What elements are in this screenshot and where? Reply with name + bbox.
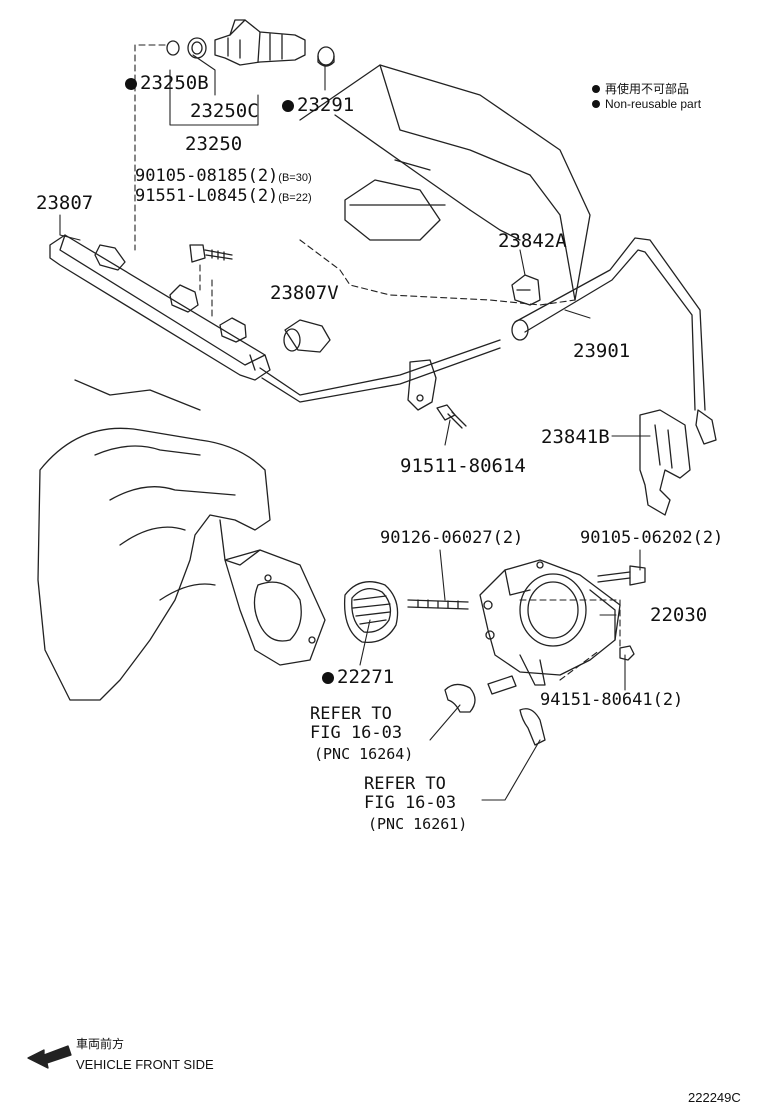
part-label-90126-06027[interactable]: 90126-06027(2) — [380, 528, 524, 548]
part-label-23807[interactable]: 23807 — [36, 192, 94, 214]
grommet — [317, 46, 335, 67]
front-direction-arrow — [27, 1045, 72, 1069]
throttle-nut — [619, 645, 635, 661]
part-label-91551-l0845[interactable]: 91551-L0845(2)(B=22) — [135, 186, 312, 206]
o-ring — [166, 40, 180, 56]
direction-label-jp: 車両前方 — [76, 1037, 125, 1051]
pipe-clamp-23842a — [511, 274, 541, 306]
water-hose — [487, 675, 517, 695]
refer-to-1-line3: (PNC 16264) — [314, 745, 414, 763]
part-label-22271[interactable]: 22271 — [322, 666, 394, 688]
bracket-23841b — [639, 409, 691, 516]
part-label-23842a[interactable]: 23842A — [498, 230, 567, 252]
fuel-injector — [214, 19, 306, 66]
part-label-91511-80614[interactable]: 91511-80614 — [400, 455, 526, 477]
part-label-23841b[interactable]: 23841B — [541, 426, 610, 448]
figure-id: 222249C — [688, 1090, 741, 1105]
part-label-23250c[interactable]: 23250C — [190, 100, 259, 122]
refer-to-2-line2[interactable]: FIG 16-03 — [364, 793, 457, 813]
refer-to-2-line1: REFER TO — [364, 774, 446, 794]
nonreusable-marker-icon — [125, 78, 137, 90]
nonreusable-marker-icon — [282, 100, 294, 112]
insulator — [187, 37, 207, 59]
fuel-pipe-23901 — [259, 237, 717, 445]
nonreusable-marker-icon — [322, 672, 334, 684]
bullet-icon — [592, 100, 600, 108]
part-label-90105-08185[interactable]: 90105-08185(2)(B=30) — [135, 166, 312, 186]
bullet-icon — [592, 85, 600, 93]
part-label-94151-80641[interactable]: 94151-80641(2) — [540, 690, 684, 710]
clamp-bolt — [436, 404, 467, 429]
water-hose — [519, 708, 546, 746]
throttle-body-gasket — [343, 581, 399, 644]
part-label-22030[interactable]: 22030 — [650, 604, 708, 626]
legend-nonreusable-jp: 再使用不可部品 — [592, 80, 689, 97]
part-label-23291[interactable]: 23291 — [282, 94, 354, 116]
refer-to-1-line2[interactable]: FIG 16-03 — [310, 723, 403, 743]
delivery-pipe-bolt — [189, 244, 233, 263]
part-label-23807v[interactable]: 23807V — [270, 282, 339, 304]
throttle-bolt — [597, 565, 646, 586]
refer-to-2-line3: (PNC 16261) — [368, 815, 468, 833]
throttle-body — [479, 559, 621, 686]
pipe-clamp — [407, 359, 437, 411]
refer-to-1-line1: REFER TO — [310, 704, 392, 724]
stud-bolt — [407, 599, 469, 610]
part-label-23250b[interactable]: 23250B — [125, 72, 209, 94]
engine-block-outline — [299, 64, 591, 301]
part-label-23901[interactable]: 23901 — [573, 340, 631, 362]
part-label-90105-06202[interactable]: 90105-06202(2) — [580, 528, 724, 548]
water-hose — [444, 683, 476, 713]
delivery-pipe-spacer — [283, 319, 331, 353]
part-label-23250[interactable]: 23250 — [185, 133, 243, 155]
fuel-delivery-pipe — [49, 234, 271, 381]
direction-label-en: VEHICLE FRONT SIDE — [76, 1057, 214, 1072]
legend-nonreusable-en: Non-reusable part — [592, 97, 701, 111]
intake-manifold — [37, 379, 326, 701]
